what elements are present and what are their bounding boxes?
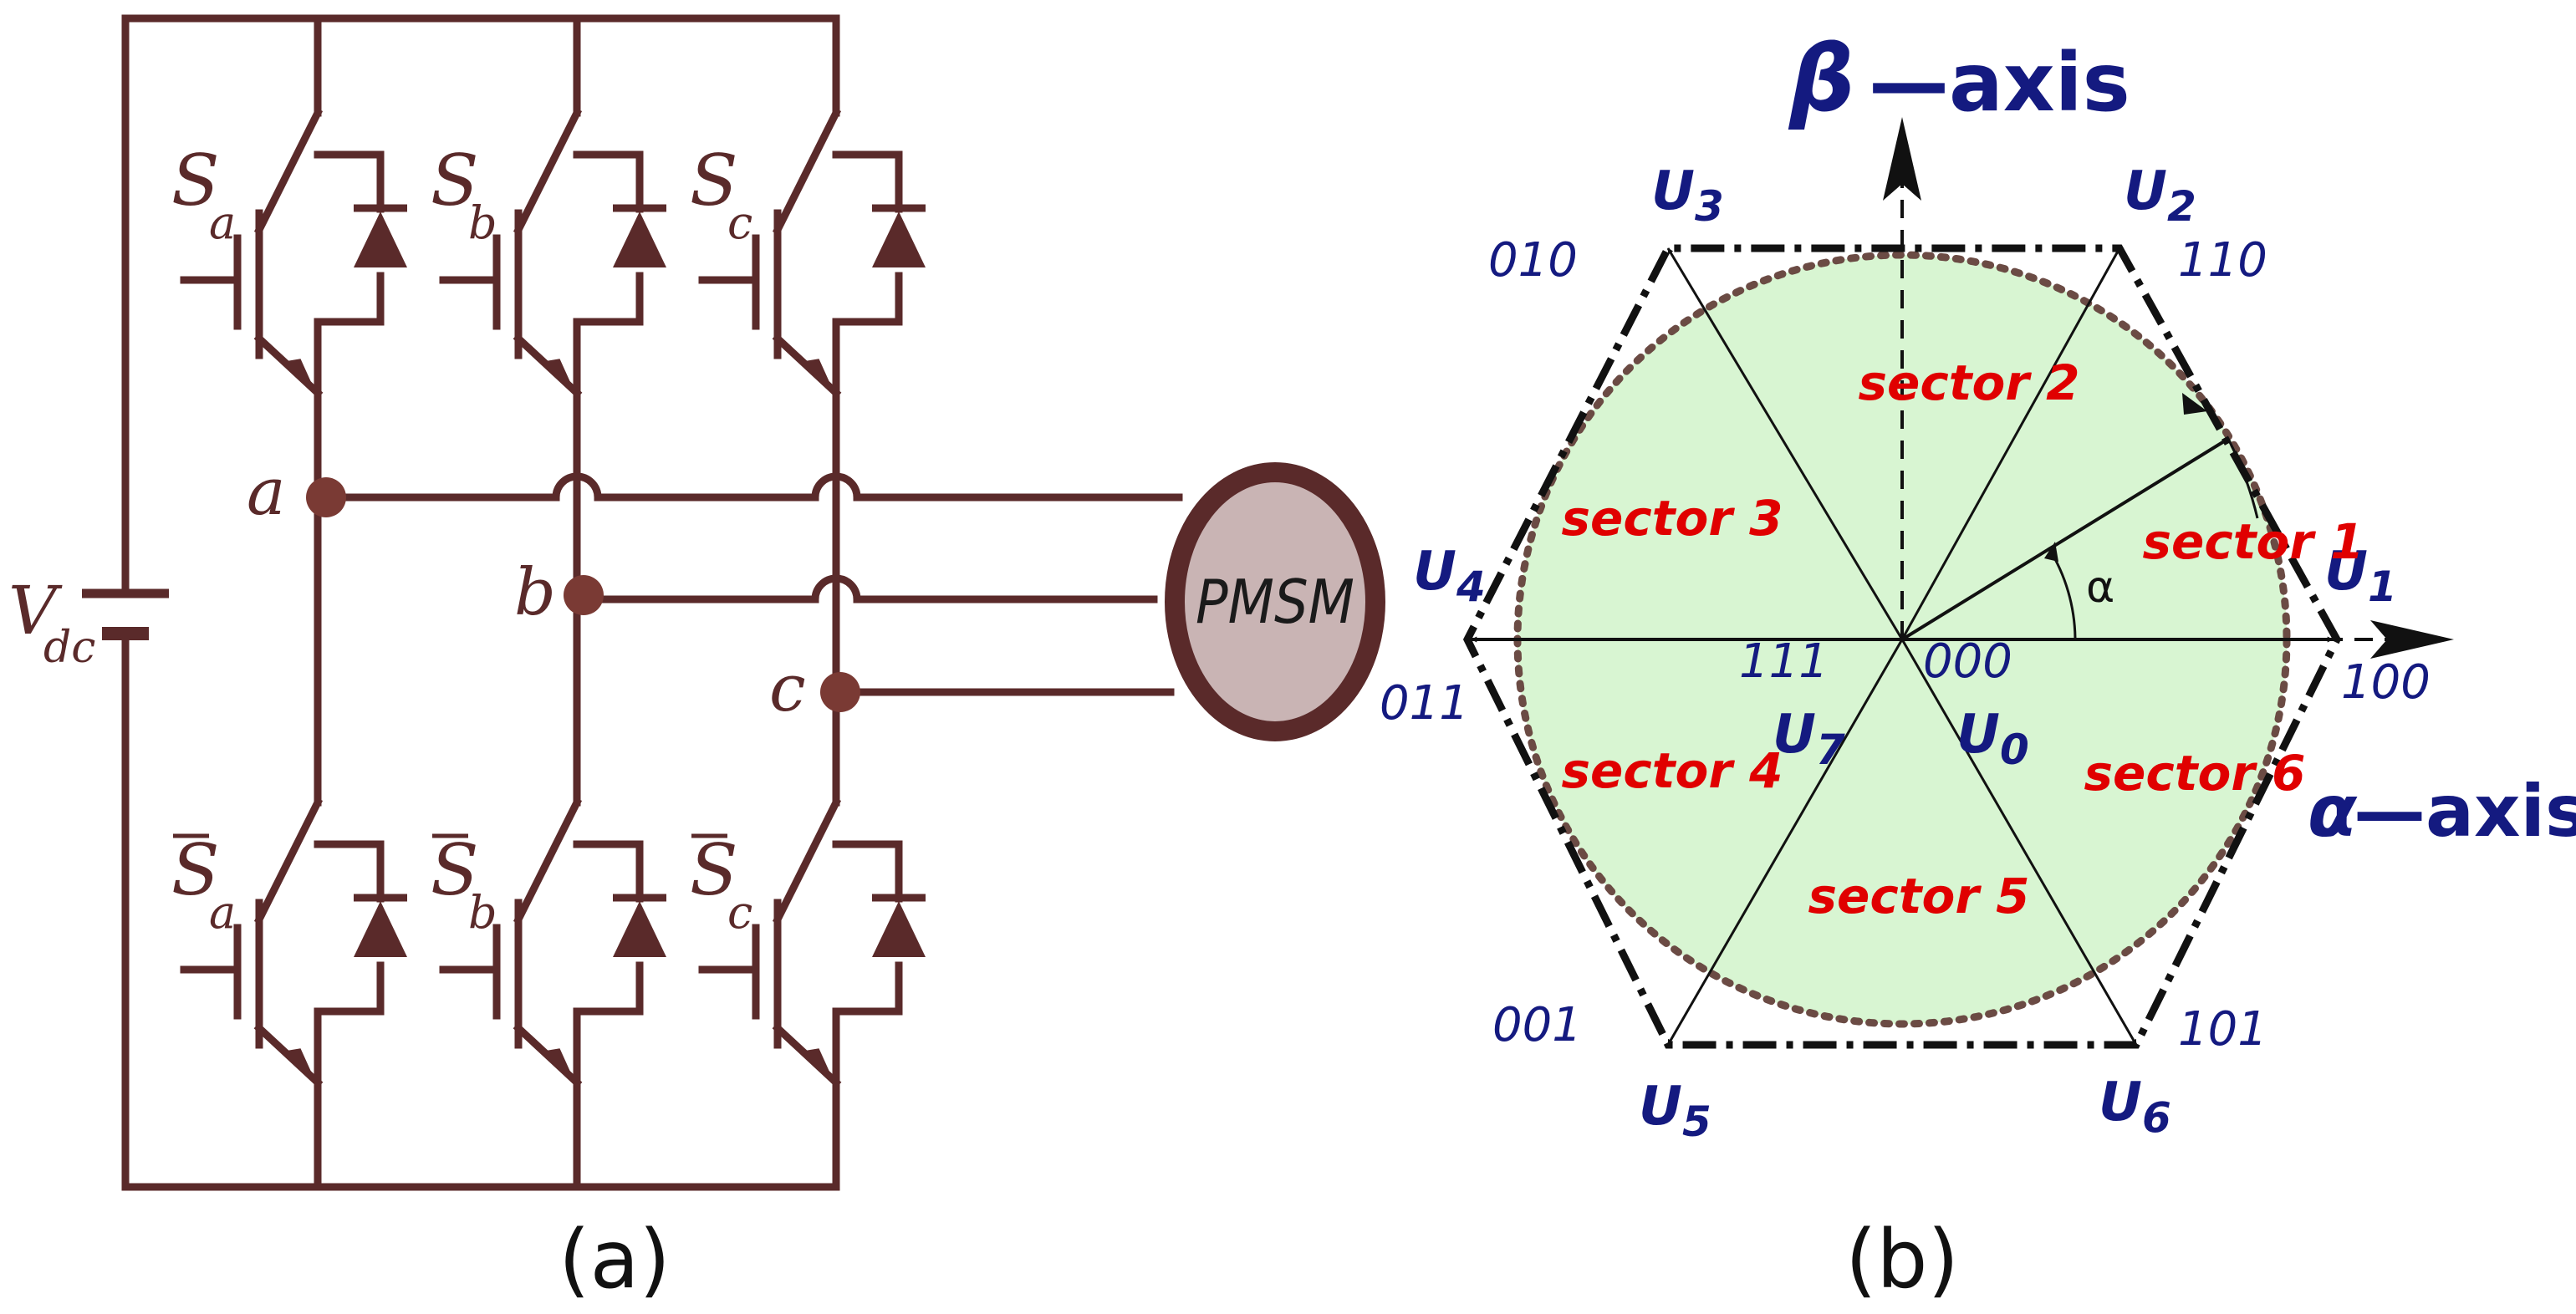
alpha-axis-label: α —axis	[2308, 770, 2576, 853]
diode-icon	[613, 211, 666, 267]
phase-a-line	[314, 472, 1183, 502]
node-c-label: c	[769, 651, 806, 726]
switch-label-subscript: c	[727, 886, 752, 939]
switch-label-subscript: b	[468, 886, 497, 939]
vector-u1-code: 100	[2341, 655, 2431, 710]
node-b-label: b	[514, 555, 556, 630]
switch-label: S	[690, 140, 738, 222]
vector-u2-code: 110	[2178, 233, 2267, 288]
switch-label: S	[431, 140, 479, 222]
vector-u3-arrow	[1666, 247, 1904, 640]
upper-switch-b: Sb	[431, 107, 666, 399]
lower-switch-a: Sa	[171, 797, 407, 1088]
switch-label: S	[171, 140, 220, 222]
phase-b-line	[573, 574, 1158, 604]
upper-switch-c: Sc	[690, 107, 926, 399]
switch-label: S	[171, 829, 220, 911]
vector-u4-label: U4	[1413, 541, 1486, 611]
node-b	[564, 575, 604, 615]
sector-3-label: sector 3	[1562, 490, 1783, 547]
beta-symbol: β	[1788, 25, 1855, 132]
node-a	[306, 477, 346, 517]
vector-u4-code: 011	[1380, 676, 1469, 731]
vector-u5-code: 001	[1492, 998, 1582, 1052]
sector-2-label: sector 2	[1859, 354, 2080, 411]
reference-vector-arrow	[1900, 437, 2230, 641]
caption-b: (b)	[1845, 1213, 1959, 1306]
rotation-arc-arrowhead	[2182, 393, 2207, 415]
alpha-axis-text: —axis	[2354, 770, 2576, 853]
vector-u3-label: U3	[1651, 160, 1724, 231]
vector-u5-arrow	[1666, 639, 1904, 1046]
angle-arc-arrowhead	[2044, 542, 2058, 562]
switch-label: S	[690, 829, 738, 911]
sector-5-label: sector 5	[1808, 868, 2030, 924]
node-c	[820, 672, 860, 712]
vector-u3-code: 010	[1488, 233, 1578, 288]
lower-switch-c: Sc	[690, 797, 926, 1088]
vector-u6-arrow	[1900, 639, 2138, 1046]
sector-6-label: sector 6	[2084, 745, 2306, 802]
vector-u6-code: 101	[2178, 1002, 2267, 1057]
alpha-symbol: α	[2308, 770, 2358, 853]
pmsm-label: PMSM	[1196, 567, 1354, 637]
angle-alpha-label: α	[2086, 563, 2114, 613]
pmsm-motor-icon	[1165, 462, 1385, 741]
vector-u2-label: U2	[2124, 160, 2196, 231]
caption-a: (a)	[559, 1213, 671, 1306]
rotation-arc	[2227, 438, 2259, 519]
vector-u0-code: 000	[1923, 634, 2012, 689]
beta-axis-arrowhead	[1883, 117, 1921, 201]
switch-label-subscript: b	[468, 196, 497, 249]
dc-source-label: V dc	[8, 572, 95, 673]
beta-axis-text: —axis	[1869, 36, 2130, 130]
lower-switch-b: Sb	[431, 797, 666, 1088]
vdc-subscript: dc	[43, 623, 95, 673]
node-a-label: a	[247, 455, 286, 530]
beta-axis-label: β —axis	[1788, 25, 2130, 132]
diode-icon	[872, 211, 926, 267]
switch-label-subscript: a	[209, 886, 236, 939]
vector-u6-label: U6	[2099, 1072, 2171, 1142]
sector-4-label: sector 4	[1562, 742, 1783, 799]
alpha-axis-arrowhead	[2370, 620, 2454, 659]
diode-icon	[872, 901, 926, 957]
vector-u7-code: 111	[1739, 634, 1829, 689]
vector-u2-arrow	[1900, 247, 2121, 640]
diode-icon	[354, 901, 407, 957]
sector-1-label: sector 1	[2143, 513, 2364, 570]
vdc-symbol: V	[8, 572, 63, 649]
diode-icon	[354, 211, 407, 267]
switch-label-subscript: c	[727, 196, 752, 249]
switch-label-subscript: a	[209, 196, 236, 249]
switch-label: S	[431, 829, 479, 911]
vector-u5-label: U5	[1639, 1076, 1711, 1146]
upper-switch-a: Sa	[171, 107, 407, 399]
diode-icon	[613, 901, 666, 957]
